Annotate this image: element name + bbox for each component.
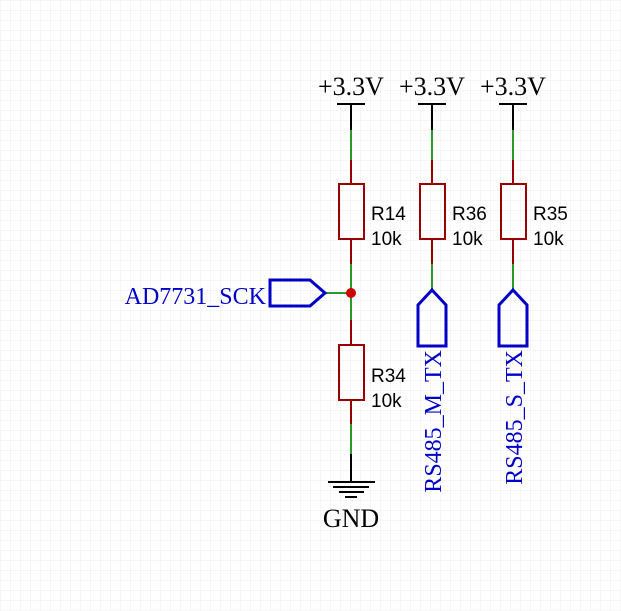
resistor-ref-r36: R36: [452, 204, 487, 225]
resistor-value-r14: 10k: [371, 229, 402, 250]
power-label-r36: +3.3V: [399, 72, 465, 101]
power-label-r35: +3.3V: [480, 72, 546, 101]
ground-symbol[interactable]: GND: [323, 454, 379, 533]
power-symbol-r14[interactable]: +3.3V: [318, 72, 384, 130]
resistor-r34[interactable]: R34 10k: [338, 320, 406, 424]
resistor-r36[interactable]: R36 10k: [419, 160, 487, 264]
power-symbol-r36[interactable]: +3.3V: [399, 72, 465, 130]
net-flag-s-tx: [497, 287, 529, 348]
resistor-value-r35: 10k: [533, 229, 564, 250]
power-symbol-r35[interactable]: +3.3V: [480, 72, 546, 130]
resistor-r14[interactable]: R14 10k: [338, 160, 406, 264]
resistor-value-r36: 10k: [452, 229, 483, 250]
resistor-r35[interactable]: R35 10k: [500, 160, 568, 264]
net-label-m-tx-text: RS485_M_TX: [421, 350, 447, 493]
resistor-ref-r34: R34: [371, 366, 406, 387]
resistor-value-r34: 10k: [371, 391, 402, 412]
resistor-ref-r14: R14: [371, 204, 406, 225]
ground-label: GND: [323, 504, 379, 533]
net-label-sck-text: AD7731_SCK: [125, 284, 267, 310]
net-label-rs485-m-tx[interactable]: RS485_M_TX: [416, 287, 448, 493]
resistor-ref-r35: R35: [533, 204, 568, 225]
power-label-r14: +3.3V: [318, 72, 384, 101]
net-flag-m-tx: [416, 287, 448, 348]
net-flag-sck: [268, 278, 328, 308]
net-label-rs485-s-tx[interactable]: RS485_S_TX: [497, 287, 529, 485]
net-label-ad7731-sck[interactable]: AD7731_SCK: [125, 278, 328, 310]
junction-dot: [346, 288, 356, 298]
net-label-s-tx-text: RS485_S_TX: [502, 350, 528, 485]
